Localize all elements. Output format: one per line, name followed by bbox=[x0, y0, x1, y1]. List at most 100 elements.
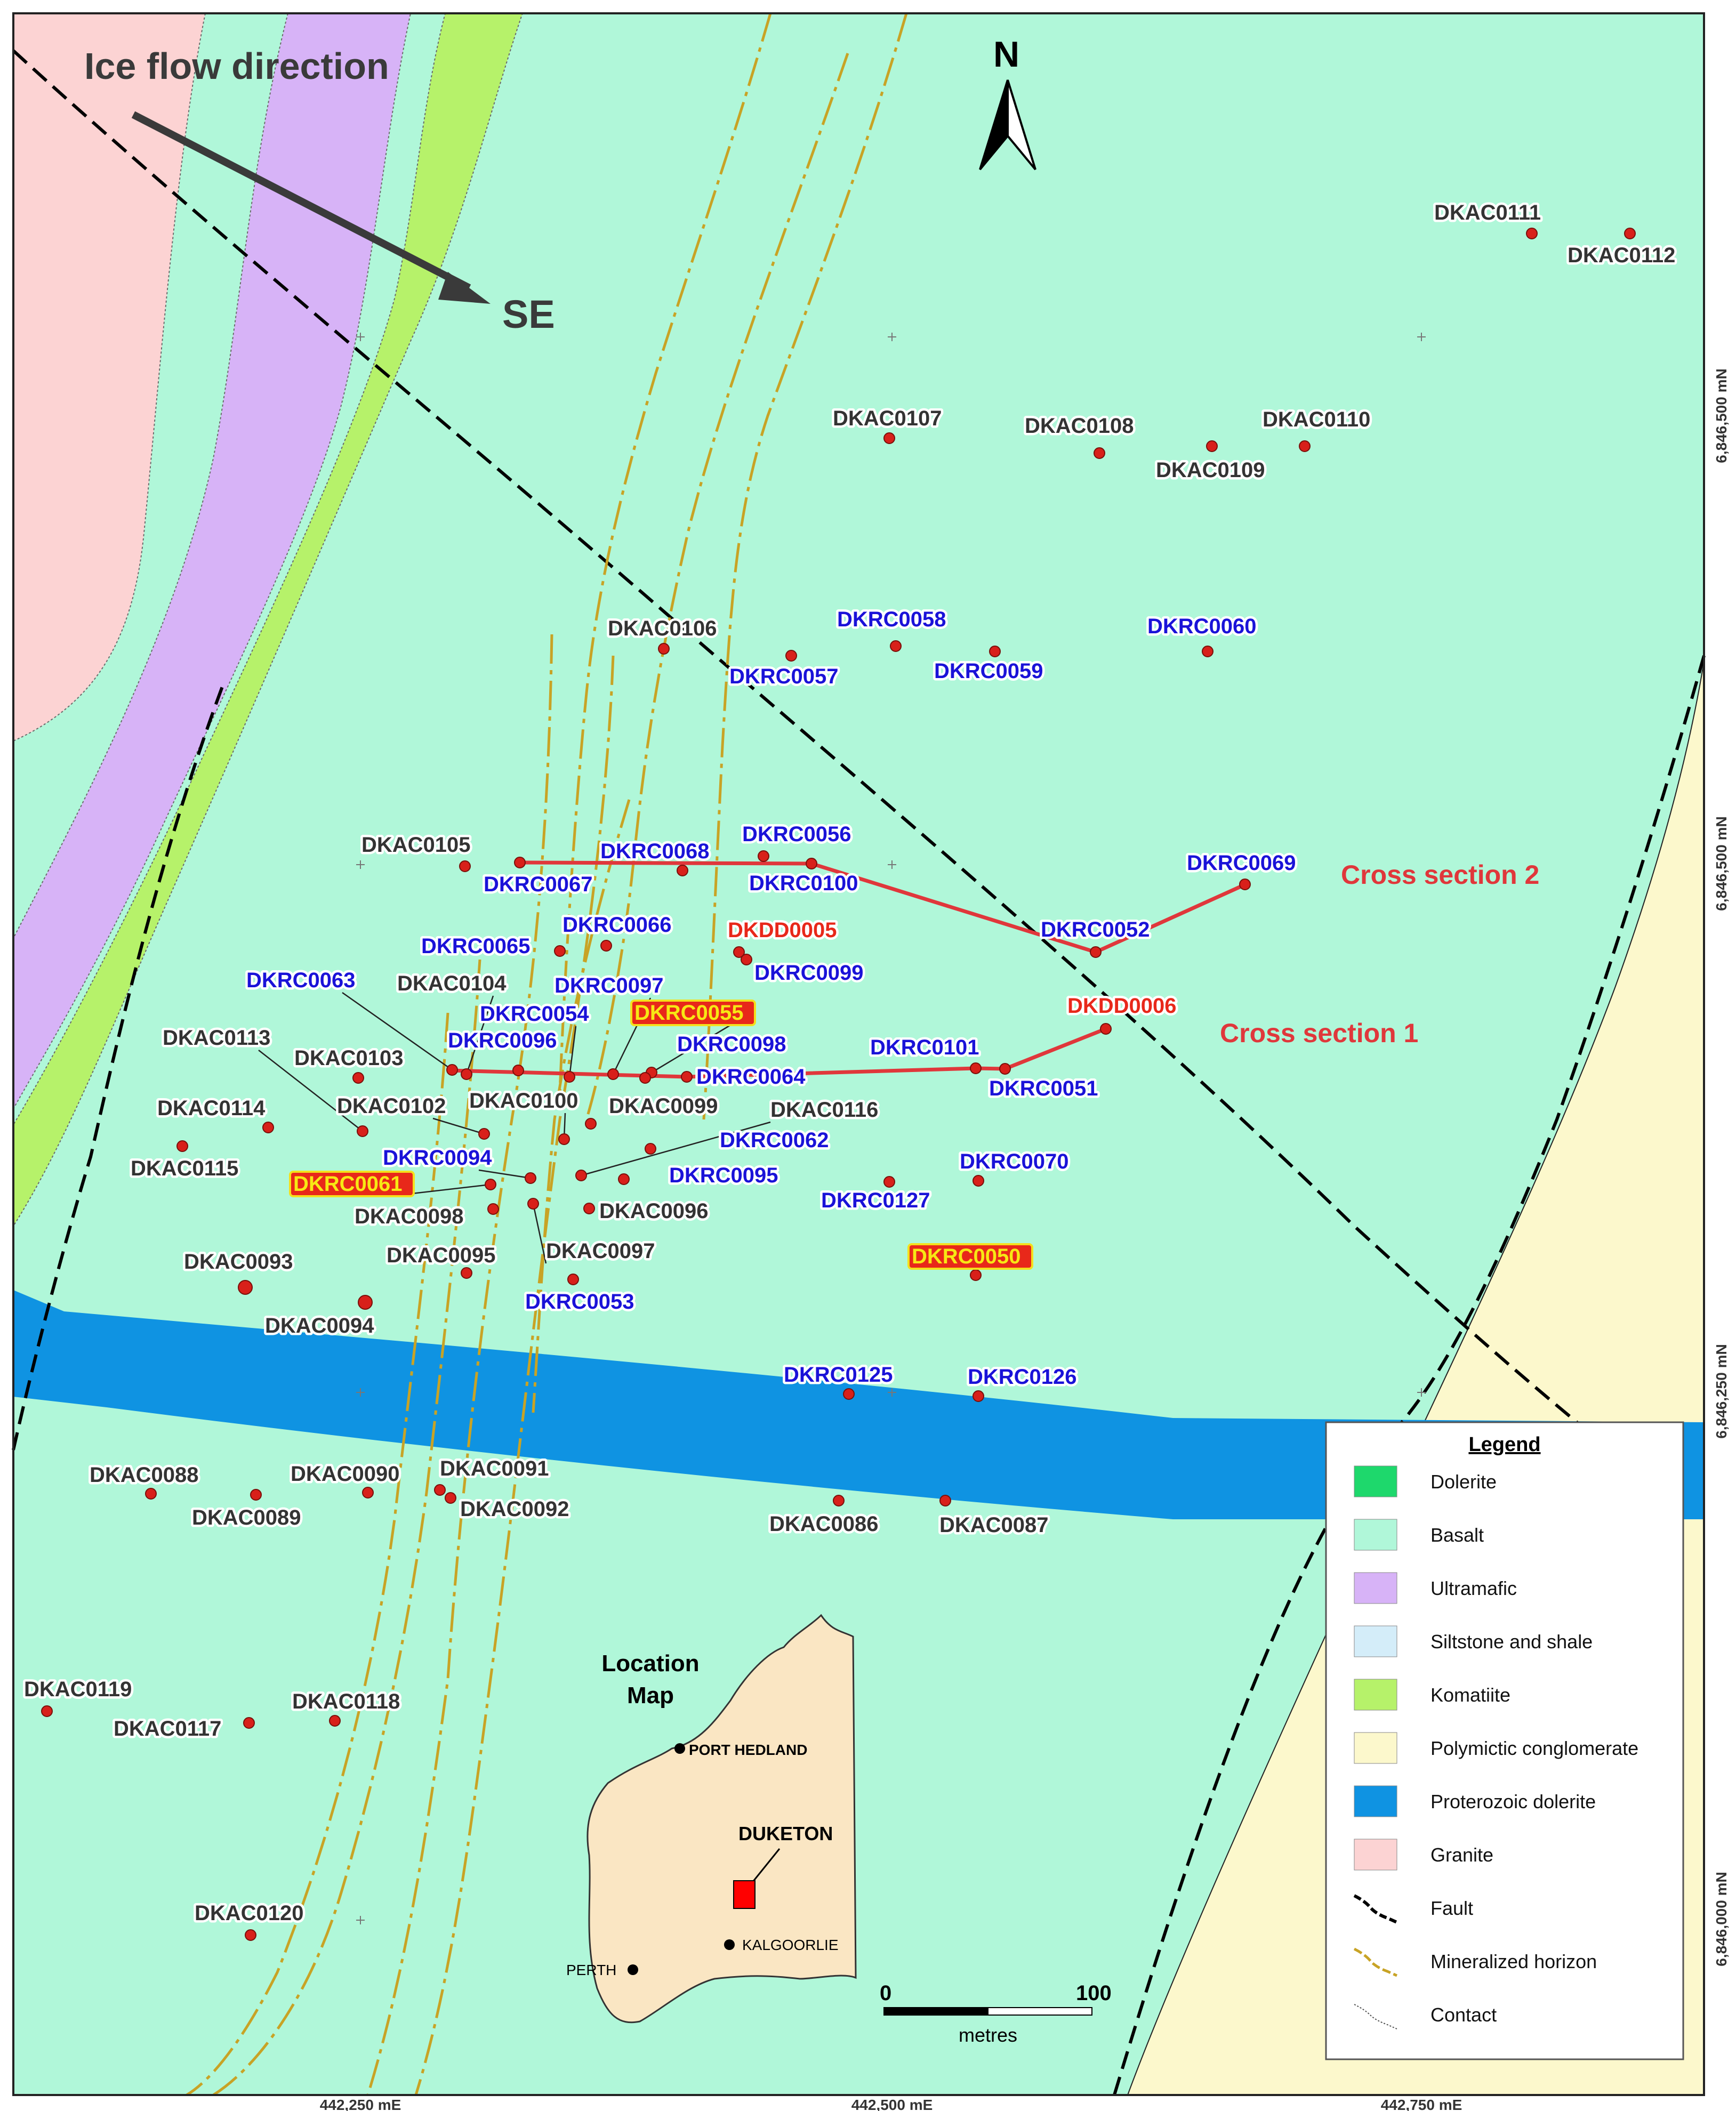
drillhole-label: DKRC0057 bbox=[729, 665, 839, 688]
drillhole-collar[interactable] bbox=[658, 643, 670, 655]
drillhole-collar[interactable] bbox=[607, 1068, 619, 1080]
easting-label: 442,500 mE bbox=[851, 2097, 933, 2111]
grid-crosses bbox=[356, 333, 1426, 1924]
mineralized-horizon bbox=[366, 634, 553, 2096]
drillhole-collar[interactable] bbox=[434, 1484, 446, 1496]
drillhole-label-highlight-box bbox=[289, 1171, 415, 1197]
drillhole-collar[interactable] bbox=[478, 1128, 490, 1140]
drillhole-collar[interactable] bbox=[564, 1071, 575, 1083]
drillhole-label: DKAC0107 bbox=[833, 407, 942, 430]
drillhole-collar[interactable] bbox=[525, 1172, 536, 1184]
drillhole-collar[interactable] bbox=[890, 640, 902, 652]
drillhole-collar[interactable] bbox=[358, 1295, 373, 1310]
drillhole-collar[interactable] bbox=[461, 1267, 472, 1279]
drillhole-collar[interactable] bbox=[677, 865, 688, 876]
drillhole-collar[interactable] bbox=[1094, 447, 1105, 459]
drillhole-collar[interactable] bbox=[243, 1717, 255, 1729]
drillhole-leader bbox=[342, 992, 453, 1071]
drillhole-collar[interactable] bbox=[575, 1170, 587, 1181]
drillhole-collar[interactable] bbox=[833, 1495, 845, 1506]
drillhole-leader bbox=[568, 1026, 577, 1077]
proterozoic-dolerite-unit bbox=[13, 1290, 1704, 1519]
drillhole-collar[interactable] bbox=[527, 1198, 539, 1210]
drillhole-collar[interactable] bbox=[41, 1705, 53, 1717]
drillhole-label-highlight: DKRC0055 bbox=[634, 1001, 744, 1025]
drillhole-collar[interactable] bbox=[250, 1489, 262, 1501]
drillhole-collar[interactable] bbox=[445, 1492, 456, 1504]
drillhole-collar[interactable] bbox=[567, 1274, 579, 1285]
geology-units bbox=[13, 13, 1704, 2095]
drillhole-label: DKAC0087 bbox=[939, 1513, 1049, 1537]
legend-swatch bbox=[1353, 1894, 1398, 1924]
drillhole-collar[interactable] bbox=[1206, 440, 1218, 452]
drillhole-collar[interactable] bbox=[758, 850, 769, 862]
drillhole-collar[interactable] bbox=[352, 1072, 364, 1084]
drillhole-collar[interactable] bbox=[487, 1203, 499, 1215]
legend-title: Legend bbox=[1468, 1433, 1540, 1456]
mineralized-horizon bbox=[212, 959, 481, 2097]
drillhole-label: DKAC0108 bbox=[1025, 414, 1134, 438]
drillhole-collar[interactable] bbox=[585, 1118, 597, 1130]
drillhole-collar[interactable] bbox=[1624, 228, 1636, 239]
drillhole-label: DKRC0101 bbox=[870, 1036, 979, 1059]
drillhole-collar[interactable] bbox=[973, 1175, 984, 1187]
drillhole-collar[interactable] bbox=[262, 1122, 274, 1133]
drillhole-label: DKAC0094 bbox=[265, 1314, 374, 1337]
drillhole-collar[interactable] bbox=[245, 1929, 256, 1941]
drillhole-collar[interactable] bbox=[558, 1133, 570, 1145]
drillhole-collar[interactable] bbox=[514, 857, 526, 868]
drillhole-collar[interactable] bbox=[843, 1388, 855, 1400]
cross-section-1-label: Cross section 1 bbox=[1220, 1018, 1418, 1048]
drillhole-collar[interactable] bbox=[461, 1068, 472, 1080]
drillhole-collar[interactable] bbox=[618, 1173, 630, 1185]
fault-line bbox=[12, 49, 1579, 1425]
drillhole-label: DKRC0099 bbox=[754, 961, 864, 985]
drillhole-collar[interactable] bbox=[446, 1064, 458, 1076]
drillhole-collar[interactable] bbox=[1202, 646, 1213, 657]
drillhole-collar[interactable] bbox=[883, 1176, 895, 1188]
scale-zero: 0 bbox=[880, 1981, 891, 2005]
drillhole-collar[interactable] bbox=[329, 1715, 341, 1727]
drillhole-collar[interactable] bbox=[883, 432, 895, 444]
drillhole-label: DKRC0094 bbox=[383, 1146, 492, 1170]
drillhole-collar[interactable] bbox=[741, 954, 752, 965]
drillhole-collar[interactable] bbox=[733, 946, 745, 958]
drillhole-collar[interactable] bbox=[973, 1390, 984, 1402]
drillhole-collar[interactable] bbox=[989, 646, 1001, 657]
drillhole-collar[interactable] bbox=[357, 1125, 368, 1137]
drillhole-collar[interactable] bbox=[806, 858, 817, 869]
drillhole-collar[interactable] bbox=[999, 1063, 1011, 1075]
legend-label: Basalt bbox=[1430, 1524, 1484, 1546]
easting-label: 442,750 mE bbox=[1381, 2097, 1462, 2111]
drillhole-collar[interactable] bbox=[681, 1071, 693, 1083]
drillhole-label: DKAC0086 bbox=[769, 1512, 879, 1536]
drillhole-collar[interactable] bbox=[1239, 879, 1251, 890]
drillhole-label: DKRC0065 bbox=[421, 934, 531, 958]
drillhole-collar[interactable] bbox=[583, 1203, 595, 1214]
drillhole-collar[interactable] bbox=[970, 1062, 982, 1074]
drillhole-collar[interactable] bbox=[145, 1488, 157, 1500]
north-label: N bbox=[993, 34, 1019, 75]
drillhole-label: DKAC0112 bbox=[1568, 244, 1675, 267]
drillhole-collar[interactable] bbox=[1526, 228, 1538, 239]
drillhole-collar[interactable] bbox=[645, 1143, 656, 1155]
drillhole-collar[interactable] bbox=[970, 1269, 982, 1281]
drillhole-collar[interactable] bbox=[459, 860, 471, 872]
drillhole-collar[interactable] bbox=[1090, 946, 1102, 958]
drillhole-collar[interactable] bbox=[554, 945, 566, 957]
drillhole-collar[interactable] bbox=[362, 1487, 374, 1498]
drillhole-collar[interactable] bbox=[485, 1179, 496, 1190]
drillhole-leader bbox=[651, 1024, 731, 1074]
drillhole-collar[interactable] bbox=[785, 650, 797, 662]
drillhole-collar[interactable] bbox=[512, 1065, 524, 1076]
drillhole-collar[interactable] bbox=[939, 1495, 951, 1506]
drillhole-leader bbox=[532, 1203, 547, 1264]
drillhole-collar[interactable] bbox=[639, 1072, 651, 1084]
drillhole-label: DKRC0054 bbox=[480, 1002, 589, 1026]
drillhole-collar[interactable] bbox=[238, 1280, 253, 1295]
drillhole-collar[interactable] bbox=[600, 940, 612, 952]
drillhole-collar[interactable] bbox=[176, 1140, 188, 1152]
legend-label: Proterozoic dolerite bbox=[1430, 1791, 1596, 1812]
drillhole-collar[interactable] bbox=[1299, 440, 1311, 452]
drillhole-collar[interactable] bbox=[1100, 1023, 1112, 1035]
